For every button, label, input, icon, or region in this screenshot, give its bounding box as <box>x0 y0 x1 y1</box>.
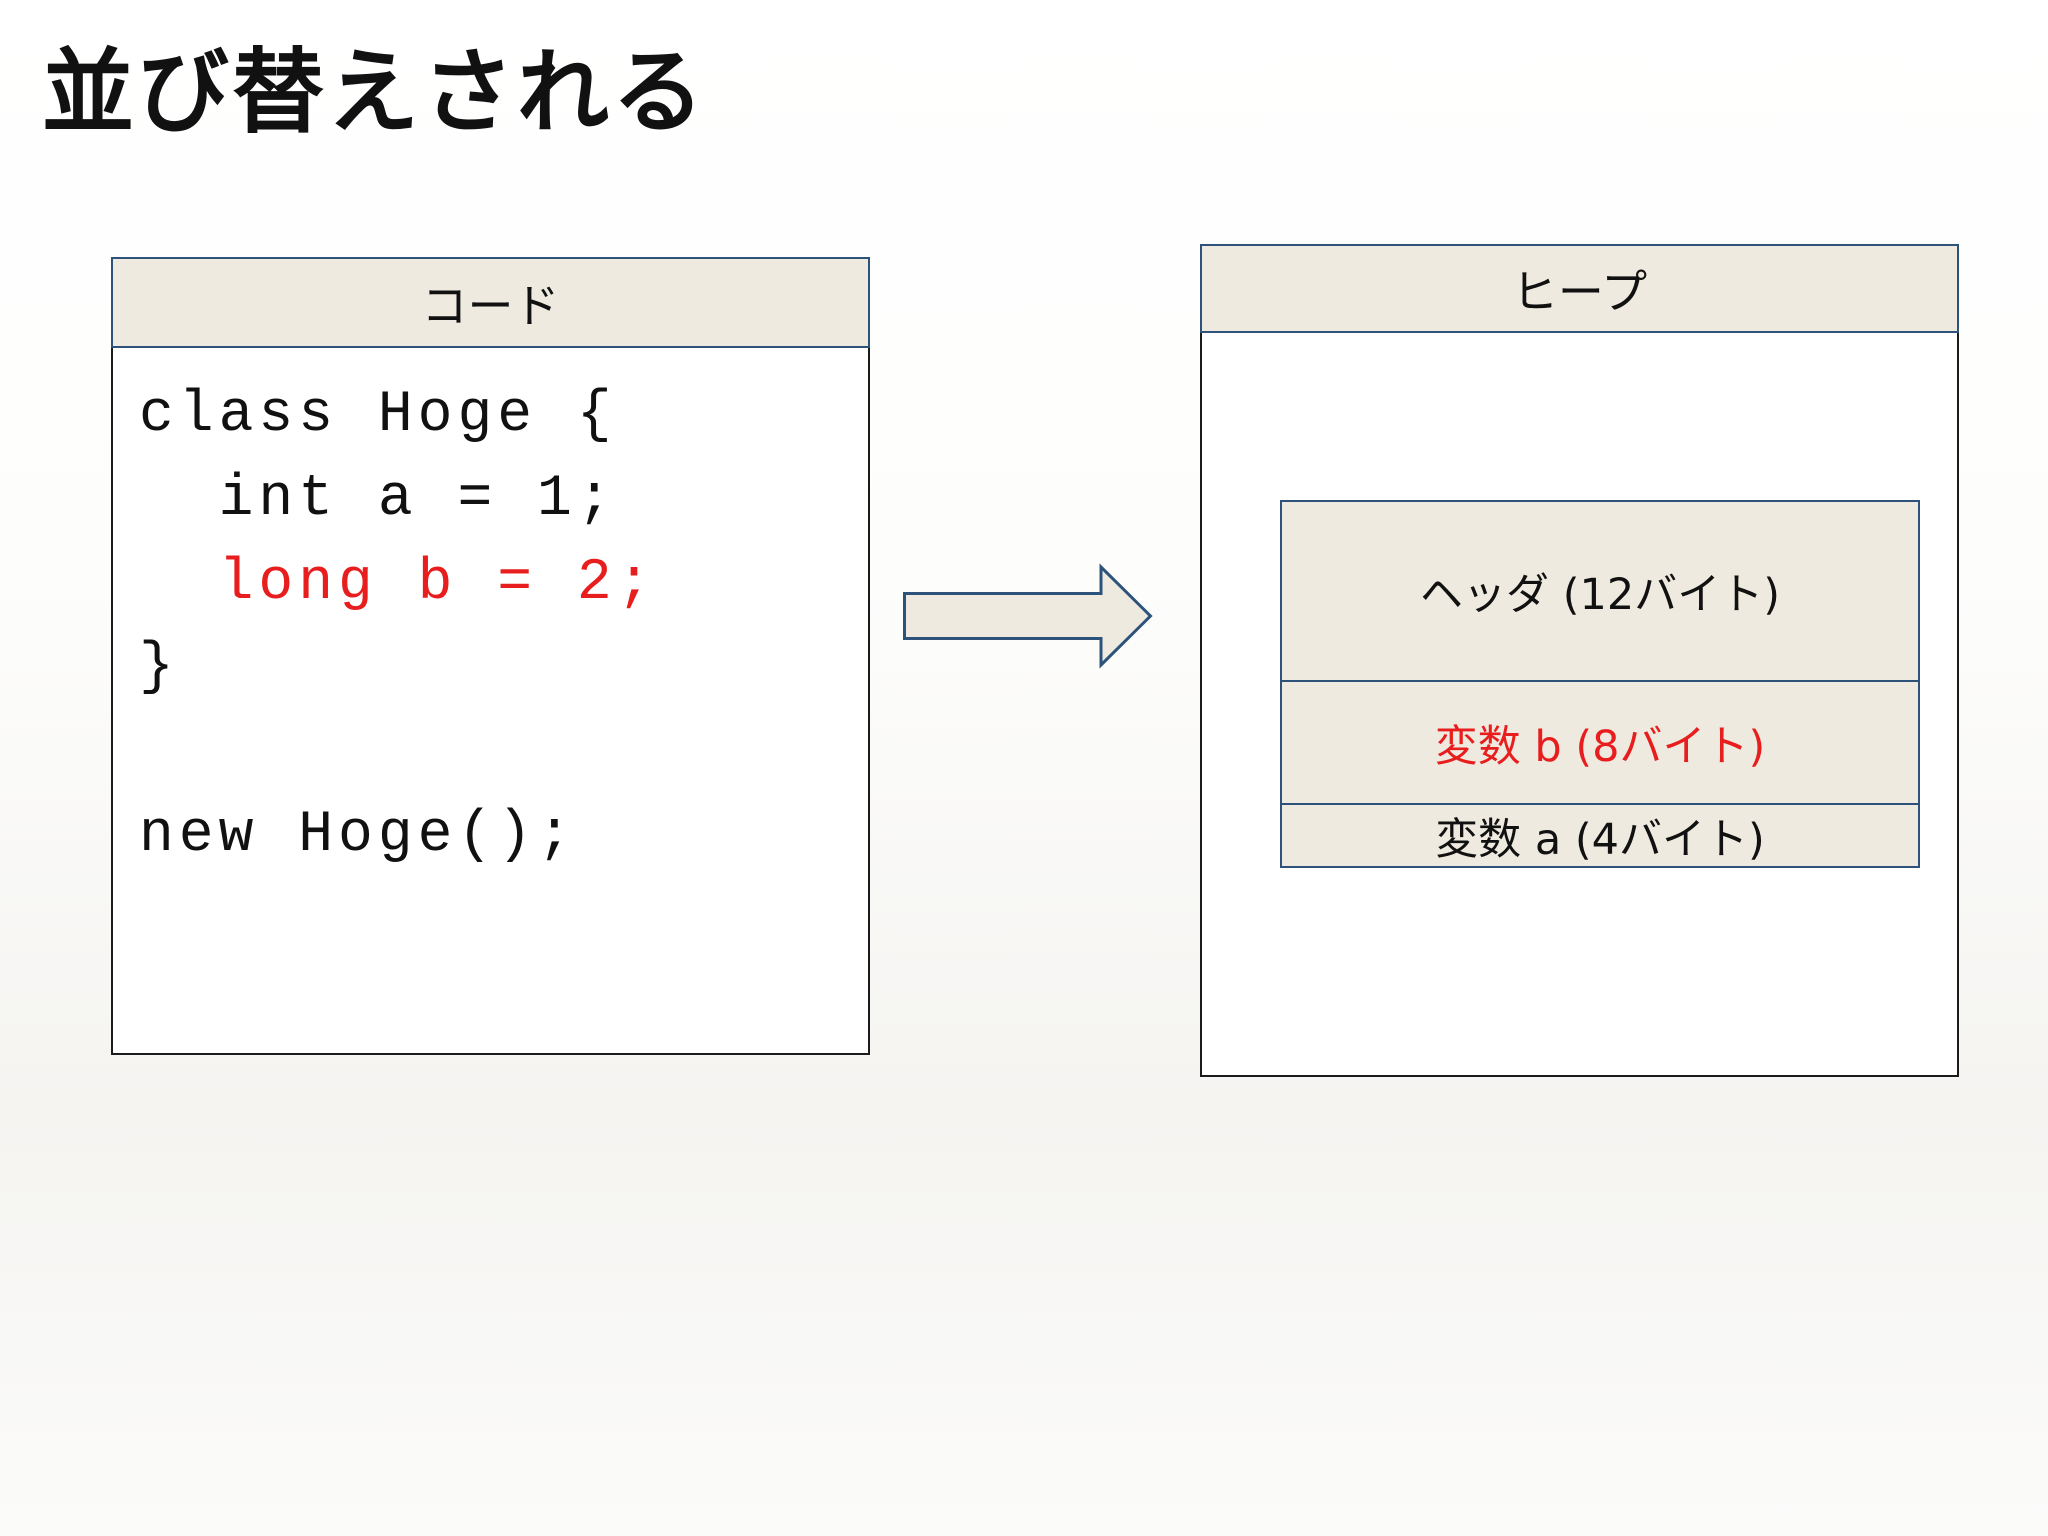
code-line: class Hoge { <box>139 383 617 448</box>
heap-block-header: ヘッダ (12バイト) <box>1280 500 1920 682</box>
heap-object-layout: ヘッダ (12バイト) 変数 b (8バイト) 変数 a (4バイト) <box>1280 500 1920 868</box>
code-line: new Hoge(); <box>139 803 577 868</box>
slide-title: 並び替えされる <box>42 39 708 146</box>
code-panel-header: コード <box>111 257 870 348</box>
code-body: class Hoge { int a = 1; long b = 2; } ne… <box>113 350 868 1053</box>
heap-block-variable-b: 変数 b (8バイト) <box>1280 680 1920 805</box>
code-line-highlighted: long b = 2; <box>139 551 657 616</box>
heap-panel: ヒープ ヘッダ (12バイト) 変数 b (8バイト) 変数 a (4バイト) <box>1200 244 1959 1077</box>
code-line: int a = 1; <box>139 467 617 532</box>
code-panel-title: コード <box>421 278 560 333</box>
heap-panel-title: ヒープ <box>1511 264 1648 319</box>
code-panel: コード class Hoge { int a = 1; long b = 2; … <box>111 257 870 1055</box>
heap-panel-header: ヒープ <box>1200 244 1959 333</box>
right-arrow-shape <box>903 563 1153 669</box>
code-line: } <box>139 635 179 700</box>
code-line-blank <box>139 710 868 794</box>
heap-block-variable-a: 変数 a (4バイト) <box>1280 803 1920 868</box>
right-arrow-icon <box>903 563 1153 669</box>
